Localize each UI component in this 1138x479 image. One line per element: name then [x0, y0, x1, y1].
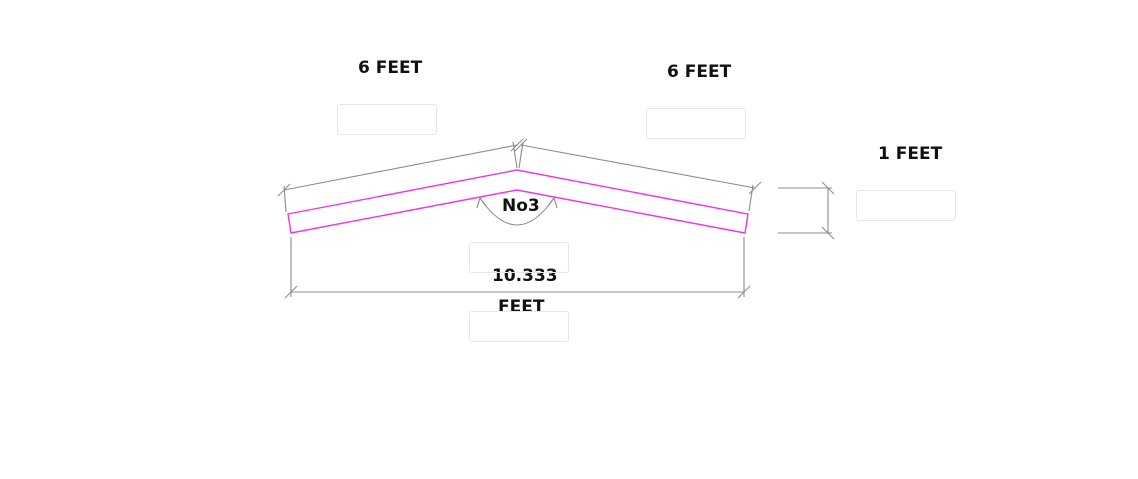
left-slope-dimension-line — [283, 144, 518, 191]
thickness-input[interactable] — [856, 190, 956, 221]
left-slope-label: 6 FEET — [358, 58, 423, 78]
span-tick-left — [284, 285, 298, 299]
thickness-tick-top — [821, 181, 835, 195]
left-slope-extension — [283, 185, 287, 213]
angle-arrow-right — [547, 196, 558, 209]
thickness-label: 1 FEET — [878, 144, 943, 164]
angle-input[interactable] — [469, 242, 569, 273]
ridge-extension-left — [512, 141, 518, 169]
left-slope-input[interactable] — [337, 104, 437, 135]
right-slope-tick-end — [748, 181, 762, 195]
angle-arc — [479, 197, 555, 226]
left-slope-tick-end — [510, 138, 524, 152]
right-slope-label: 6 FEET — [667, 62, 732, 82]
dimension-lines — [277, 138, 835, 299]
thickness-tick-bottom — [821, 226, 835, 240]
right-slope-extension — [748, 184, 754, 212]
span-input[interactable] — [469, 311, 569, 342]
span-tick-right — [737, 285, 751, 299]
right-slope-tick-start — [514, 138, 528, 152]
right-slope-dimension-line — [520, 144, 756, 189]
ridge-extension-right — [518, 141, 524, 169]
angle-label: No3 — [502, 196, 540, 216]
right-slope-input[interactable] — [646, 108, 746, 139]
angle-arrow-left — [476, 196, 487, 209]
roof-profile-outline — [287, 169, 749, 234]
